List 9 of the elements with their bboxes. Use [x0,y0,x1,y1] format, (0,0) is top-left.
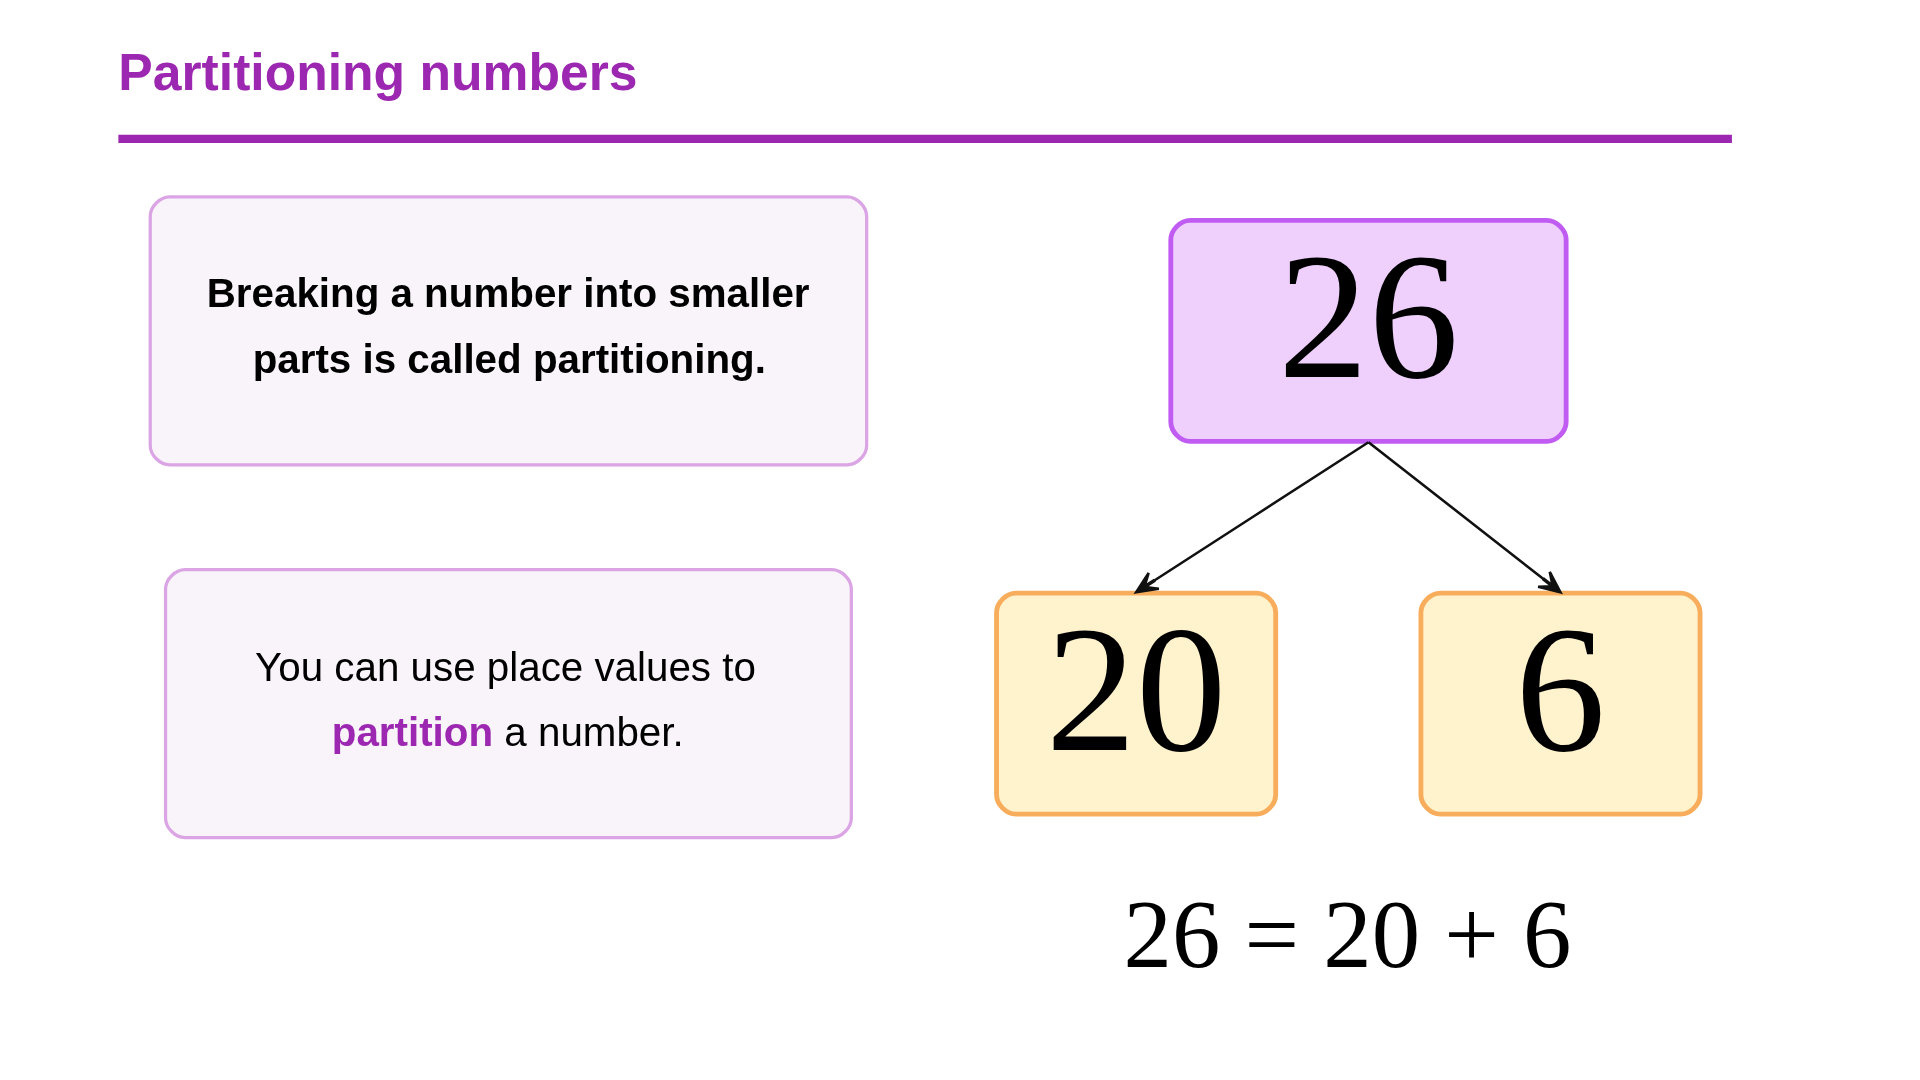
node-box: 20 [994,590,1279,817]
node-box: Breaking a number into smaller parts is called partitioning. [148,195,869,467]
diagram-title: Partitioning numbers [118,42,638,101]
node-box: 6 [1418,590,1703,817]
arrow [1367,441,1562,594]
arrow [1134,441,1370,594]
node-box: 26 [1168,217,1569,444]
label: 26 = 20 + 6 [1123,880,1572,988]
node-box: You can use place values to partition a number. [163,568,853,840]
